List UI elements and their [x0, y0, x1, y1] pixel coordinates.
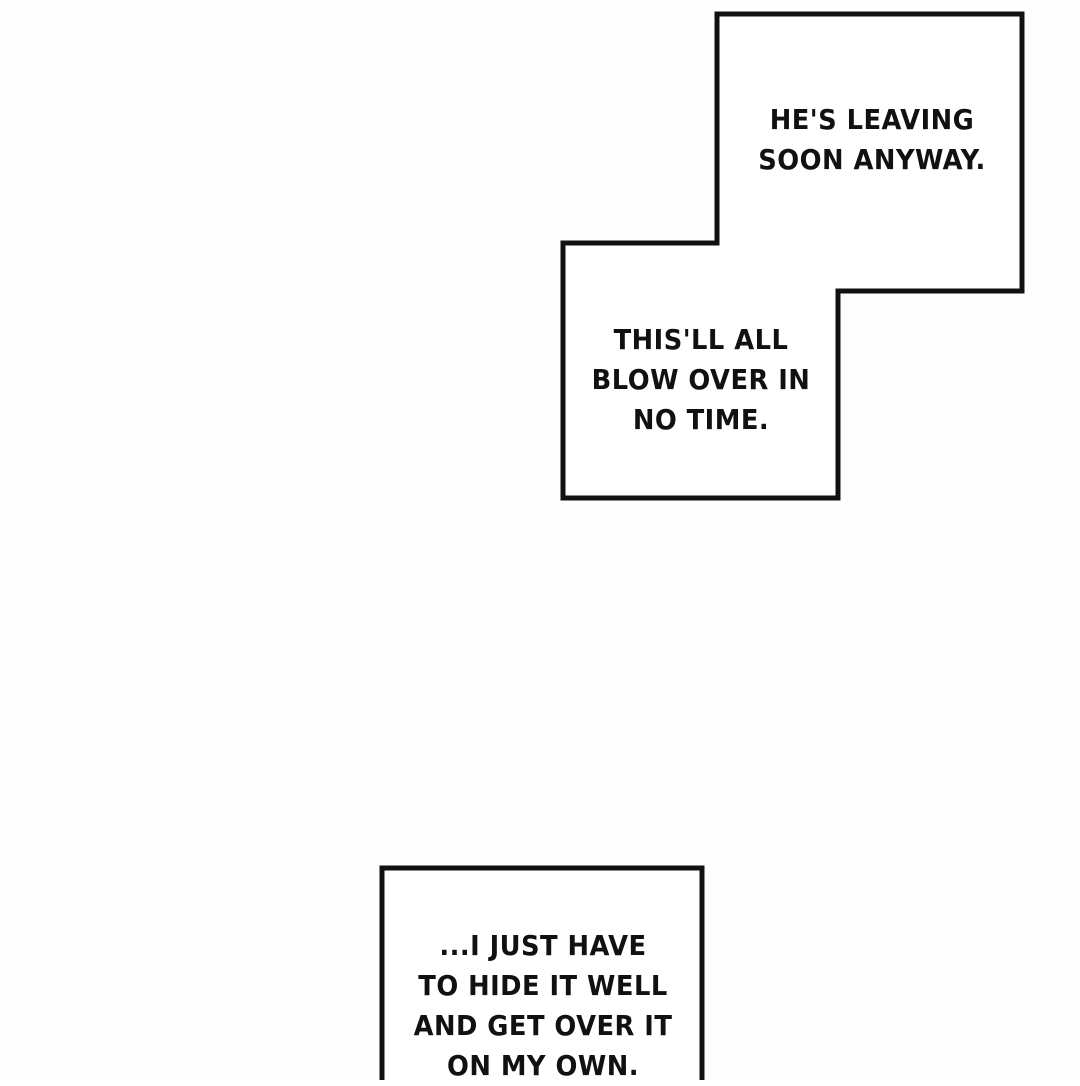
caption-blow-over: THIS'LL ALL BLOW OVER IN NO TIME. — [580, 320, 821, 440]
caption-line: NO TIME. — [632, 403, 770, 436]
caption-line: AND GET OVER IT — [413, 1009, 673, 1042]
caption-line: TO HIDE IT WELL — [418, 969, 668, 1002]
caption-line: THIS'LL ALL — [613, 323, 789, 356]
caption-line: ...I JUST HAVE — [439, 929, 647, 962]
caption-line: ON MY OWN. — [447, 1049, 639, 1082]
stepped-caption-box-border — [560, 11, 1025, 501]
caption-line: BLOW OVER IN — [591, 363, 811, 396]
caption-line: HE'S LEAVING — [769, 103, 975, 136]
caption-leaving-soon: HE'S LEAVING SOON ANYWAY. — [749, 100, 996, 180]
caption-hide-it-well: ...I JUST HAVE TO HIDE IT WELL AND GET O… — [402, 926, 684, 1086]
caption-line: SOON ANYWAY. — [758, 143, 986, 176]
lower-caption-box-border — [379, 865, 705, 1080]
